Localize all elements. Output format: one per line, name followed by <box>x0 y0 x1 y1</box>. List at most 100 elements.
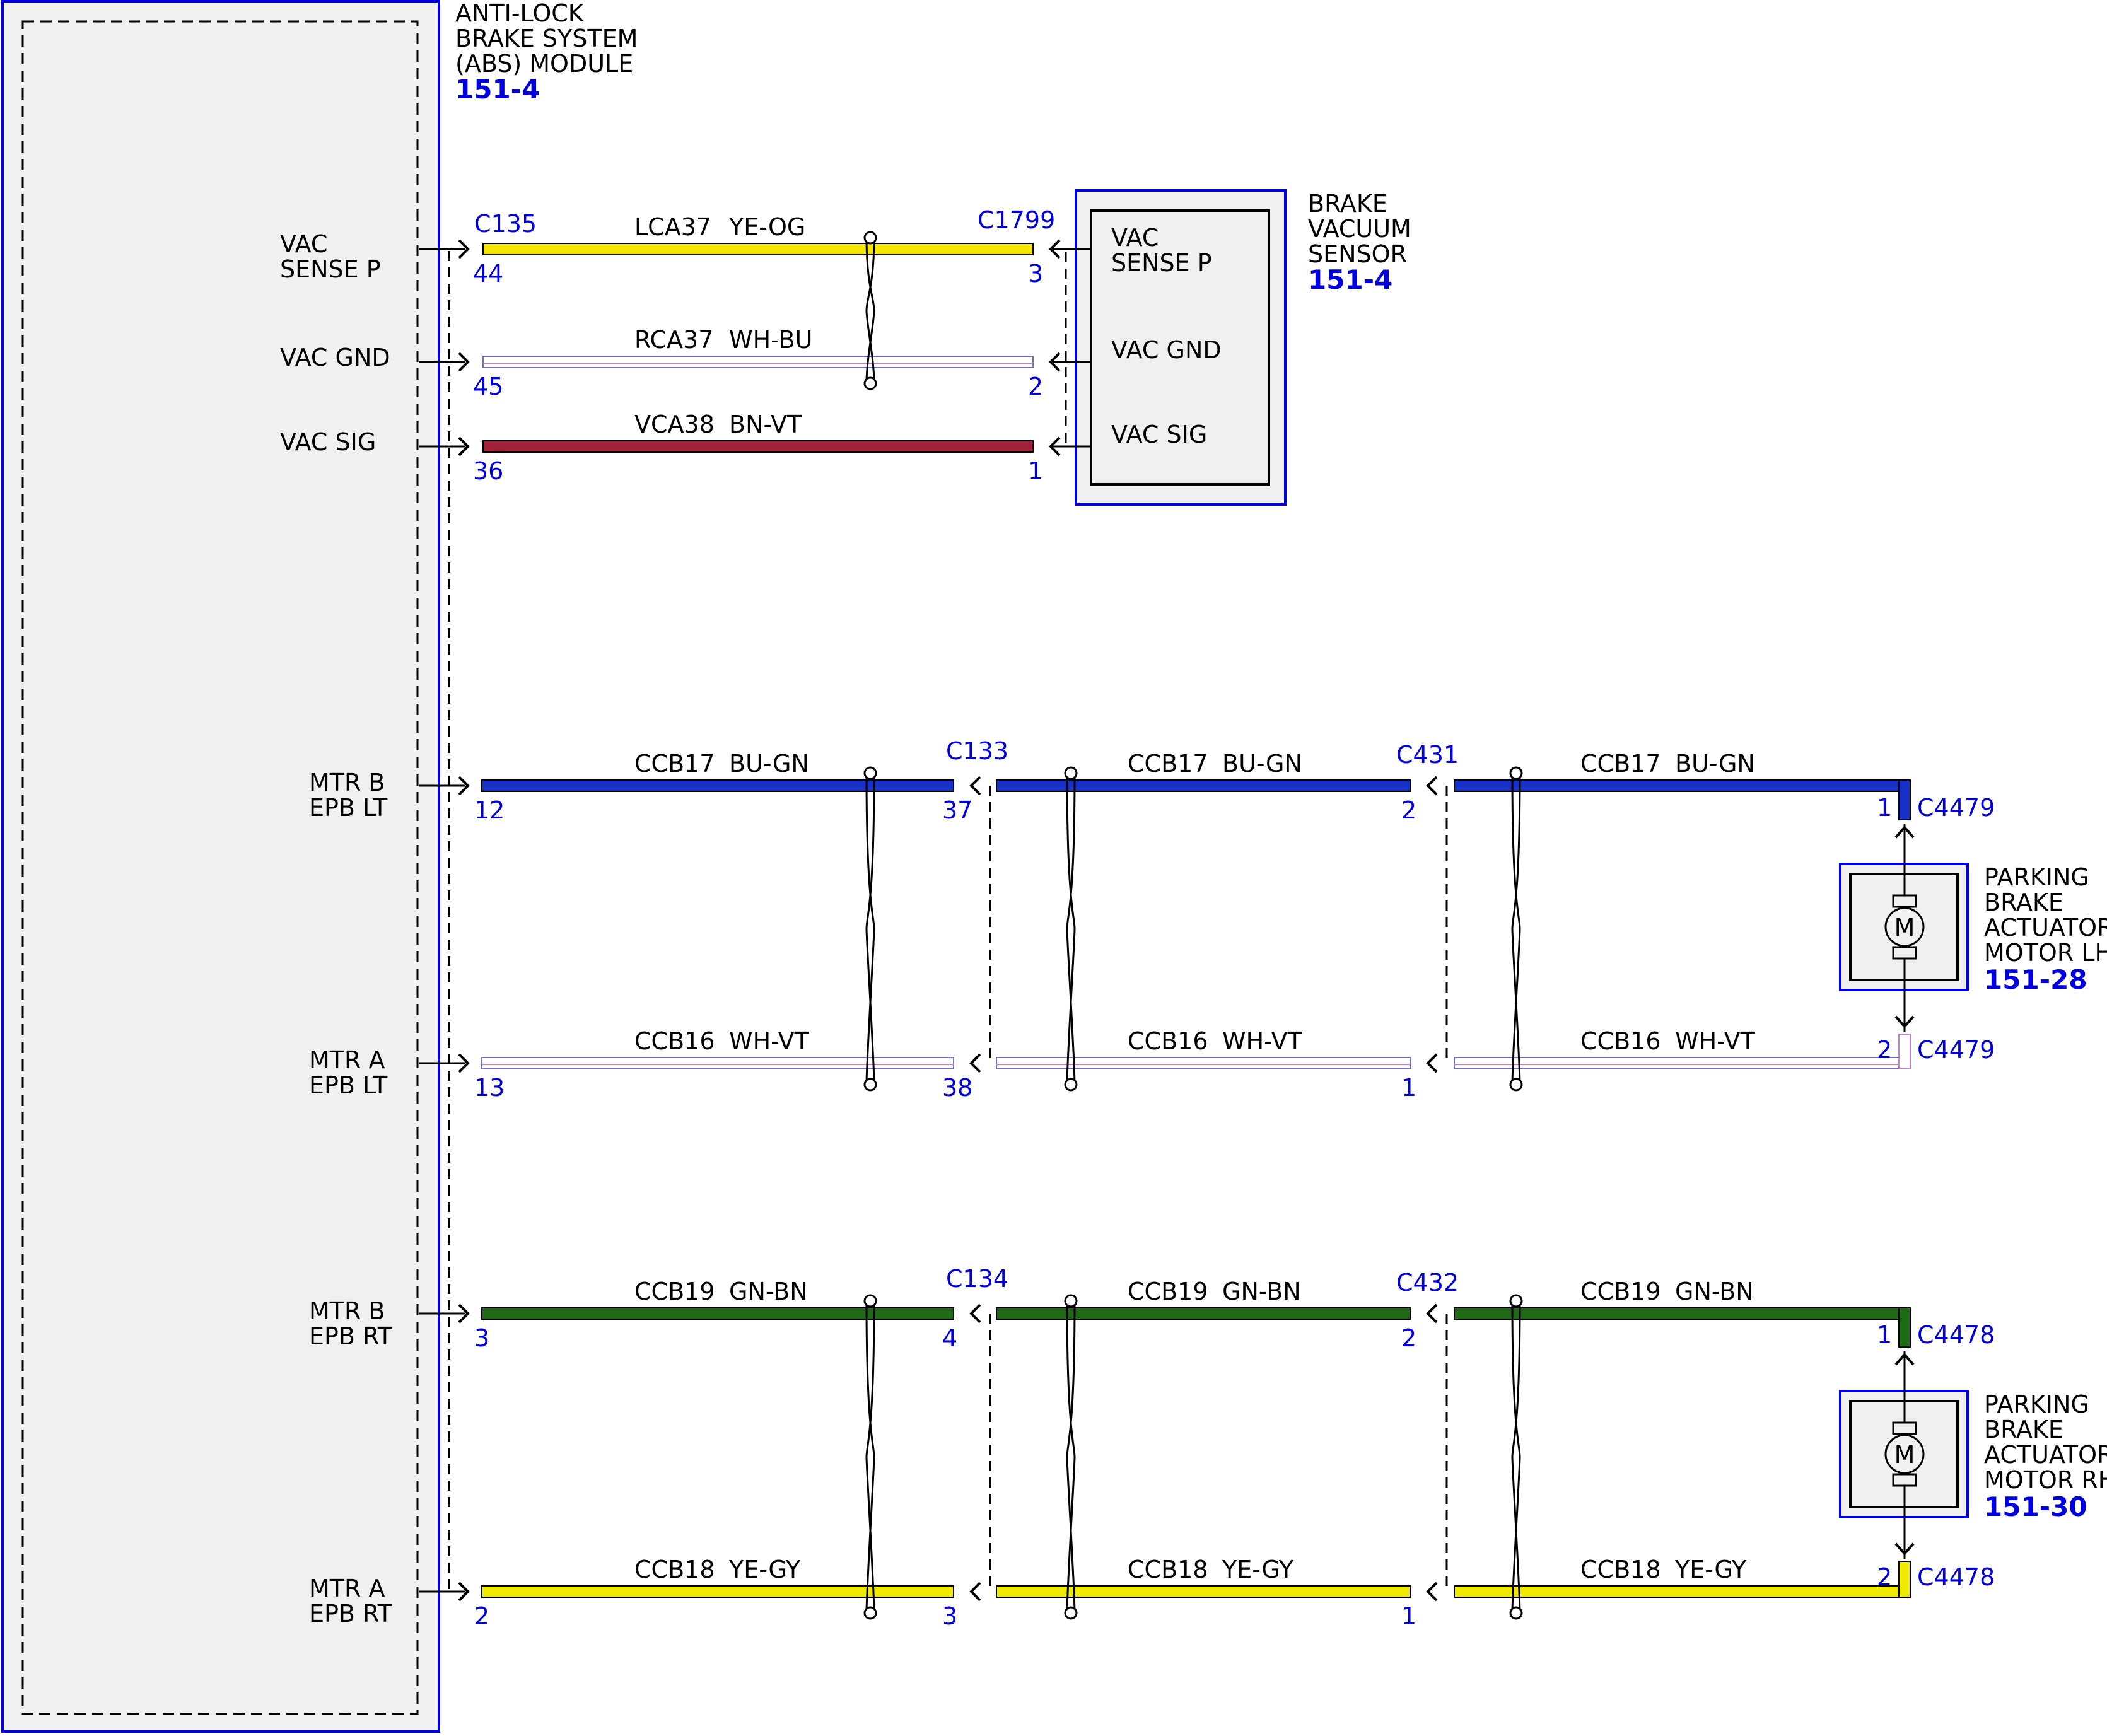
sensor-pin-number: 2 <box>1028 373 1043 400</box>
abs-pin-label-mtrb-lt-1: MTR B <box>309 769 385 796</box>
vac-abs-connector-id[interactable]: C135 <box>474 210 537 238</box>
abs-module-inner-box <box>21 20 419 1715</box>
wire-circuit-label: CCB19 <box>1128 1278 1208 1305</box>
inline-connector-id[interactable]: C431 <box>1396 741 1459 769</box>
twisted-pair-end <box>1509 1294 1523 1308</box>
connector-arrow <box>458 1582 470 1602</box>
wire-CCB19-seg1[interactable] <box>481 1307 954 1320</box>
wire-CCB18-seg1[interactable] <box>481 1585 954 1598</box>
wire-vertical-bottom[interactable] <box>1898 1561 1911 1598</box>
motor-title-line: ACTUATOR <box>1984 914 2107 941</box>
motor-connector-id[interactable]: C4478 <box>1917 1563 1995 1591</box>
motor-connector-id[interactable]: C4479 <box>1917 794 1995 822</box>
wire-CCB18-seg3[interactable] <box>1454 1585 1901 1598</box>
connector-arrow <box>458 1053 470 1073</box>
inline-connector-id[interactable]: C133 <box>946 737 1008 765</box>
vac-sensor-connector-id[interactable]: C1799 <box>978 206 1055 234</box>
abs-pin-label-vac-sig: VAC SIG <box>280 428 376 456</box>
wire-CCB17-seg2[interactable] <box>996 779 1411 792</box>
connector-arrow <box>1049 436 1061 457</box>
connector-arrow <box>458 776 470 796</box>
motor-connector-id[interactable]: C4479 <box>1917 1036 1995 1064</box>
twisted-pair-line <box>1066 1300 1076 1614</box>
wire-VCA38[interactable] <box>482 440 1034 453</box>
wire-RCA37[interactable] <box>482 356 1034 368</box>
twisted-pair-line <box>865 772 875 1085</box>
wire-CCB16-seg2[interactable] <box>996 1057 1411 1069</box>
connector-arrow <box>969 1303 981 1324</box>
abs-pin-number: 36 <box>473 457 503 485</box>
inline-pin-number: 2 <box>1401 1324 1416 1352</box>
twisted-pair-line <box>1511 772 1521 1085</box>
wire-color-label: BU-GN <box>729 750 809 778</box>
wire-CCB17-seg1[interactable] <box>481 779 954 792</box>
wire-circuit-label: CCB17 <box>1580 750 1661 778</box>
connector-arrow <box>458 239 470 259</box>
wire-color-label: BU-GN <box>1222 750 1302 778</box>
inline-pin-number: 3 <box>942 1602 957 1630</box>
connector-arrow <box>1894 1352 1915 1366</box>
abs-module-ref[interactable]: 151-4 <box>455 74 540 105</box>
wire-CCB19-seg3[interactable] <box>1454 1307 1901 1320</box>
motor-connector-id[interactable]: C4478 <box>1917 1321 1995 1349</box>
motor-icon <box>1884 1434 1925 1474</box>
wire-CCB18-seg2[interactable] <box>996 1585 1411 1598</box>
wire-color-label: YE-GY <box>1674 1556 1747 1583</box>
twisted-pair-line <box>1066 772 1076 1085</box>
twisted-pair-end <box>863 766 877 780</box>
wire-CCB17-seg3[interactable] <box>1454 779 1901 792</box>
motor-pin-number: 2 <box>1877 1563 1892 1591</box>
twisted-pair-line <box>1511 1300 1521 1614</box>
motor-ref[interactable]: 151-30 <box>1984 1491 2087 1522</box>
twisted-pair-end <box>1064 766 1078 780</box>
brake-vacuum-sensor: VAC SENSE P VAC GND VAC SIG BRAKE VACUUM… <box>1075 189 1411 506</box>
abs-module-title-3: (ABS) MODULE <box>455 50 633 78</box>
sensor-pin-number: 1 <box>1028 457 1043 485</box>
sensor-pin-label-vac-gnd: VAC GND <box>1111 336 1222 364</box>
sensor-pin-label-vac-sense-2: SENSE P <box>1111 249 1212 277</box>
vacuum-sensor-ref[interactable]: 151-4 <box>1308 264 1392 295</box>
wire-circuit-label: CCB16 <box>1128 1027 1208 1055</box>
inline-pin-number: 2 <box>1401 796 1416 824</box>
inline-pin-number: 37 <box>942 796 972 824</box>
twisted-pair-end <box>1509 1606 1523 1620</box>
twisted-pair-end <box>863 1606 877 1620</box>
wire-circuit-label: CCB17 <box>1128 750 1208 778</box>
wire-vertical-bottom[interactable] <box>1898 1034 1911 1069</box>
motor-ref[interactable]: 151-28 <box>1984 964 2087 995</box>
motor-pin-number: 2 <box>1877 1036 1892 1064</box>
connector-arrow <box>1894 1542 1915 1556</box>
wire-CCB19-seg2[interactable] <box>996 1307 1411 1320</box>
wire-vertical-top[interactable] <box>1898 1307 1911 1348</box>
wire-circuit-label: CCB16 <box>1580 1027 1661 1055</box>
twisted-pair-line <box>1066 772 1076 1085</box>
sensor-pin-label-vac-sense-1: VAC <box>1111 224 1159 252</box>
connector-arrow <box>1894 825 1915 839</box>
connector-arrow <box>1426 1303 1438 1324</box>
wire-vertical-top[interactable] <box>1898 779 1911 820</box>
inline-pin-number: 4 <box>942 1324 957 1352</box>
abs-pin-number: 2 <box>474 1602 489 1630</box>
wire-circuit-label: CCB17 <box>634 750 715 778</box>
twisted-pair-line <box>1511 1300 1521 1614</box>
abs-pin-label-vac-sense-1: VAC <box>280 230 327 258</box>
connector-arrow <box>1426 1582 1438 1602</box>
abs-pin-label-mtrb-rt-1: MTR B <box>309 1297 385 1325</box>
wire-circuit-label: RCA37 <box>634 326 713 354</box>
wire-CCB16-seg1[interactable] <box>481 1057 954 1069</box>
connector-arrow <box>458 352 470 372</box>
motor-brush-top <box>1892 1421 1917 1435</box>
wire-circuit-label: CCB18 <box>634 1556 715 1583</box>
inline-pin-number: 1 <box>1401 1074 1416 1102</box>
wire-LCA37[interactable] <box>482 243 1034 255</box>
motor-brush-top <box>1892 894 1917 908</box>
twisted-pair-line <box>1066 1300 1076 1614</box>
inline-connector-id[interactable]: C432 <box>1396 1269 1459 1296</box>
wire-color-label: YE-GY <box>728 1556 801 1583</box>
inline-connector-id[interactable]: C134 <box>946 1265 1008 1293</box>
connector-arrow <box>969 1582 981 1602</box>
wire-CCB16-seg3[interactable] <box>1454 1057 1901 1069</box>
motor-title-line: MOTOR RH <box>1984 1466 2107 1494</box>
